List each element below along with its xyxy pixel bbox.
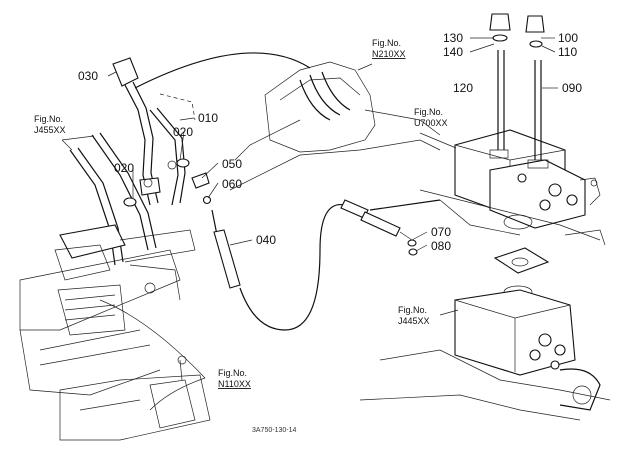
label-140: 140 bbox=[443, 45, 463, 59]
label-100: 100 bbox=[558, 31, 578, 45]
clip-and-pin bbox=[191, 172, 212, 205]
drawing-code: 3A750-130-14 bbox=[252, 427, 296, 434]
figref-j445-label: Fig.No. bbox=[398, 305, 427, 315]
figref-j455-label: Fig.No. bbox=[34, 114, 63, 124]
label-130: 130 bbox=[443, 31, 463, 45]
label-010: 010 bbox=[198, 111, 218, 125]
label-050: 050 bbox=[222, 157, 242, 171]
lower-valve bbox=[359, 247, 611, 421]
figref-j445-code: J445XX bbox=[398, 316, 430, 326]
pedal-frame bbox=[19, 132, 196, 396]
figure-references: Fig.No. N210XX Fig.No. J455XX Fig.No. U7… bbox=[34, 38, 448, 389]
label-060: 060 bbox=[222, 177, 242, 191]
leader-lines bbox=[61, 37, 558, 411]
rods bbox=[489, 13, 549, 169]
figref-j455-code: J455XX bbox=[34, 125, 66, 135]
label-120: 120 bbox=[453, 81, 473, 95]
label-070: 070 bbox=[431, 225, 451, 239]
label-040: 040 bbox=[256, 233, 276, 247]
label-110: 110 bbox=[558, 45, 577, 59]
figref-n110-label: Fig.No. bbox=[218, 368, 247, 378]
label-080: 080 bbox=[431, 239, 451, 253]
valve-assembly bbox=[419, 129, 606, 246]
figref-n210-label: Fig.No. bbox=[372, 38, 401, 48]
figref-n110-code: N110XX bbox=[218, 379, 251, 389]
control-cable bbox=[134, 52, 441, 331]
label-090: 090 bbox=[562, 81, 582, 95]
lower-bracket bbox=[59, 355, 211, 441]
figref-n210-code: N210XX bbox=[372, 49, 406, 59]
part-labels: 030 010 020 020 050 060 040 070 080 130 … bbox=[78, 31, 582, 253]
figref-u700-code: U700XX bbox=[414, 118, 448, 128]
label-020-right: 020 bbox=[173, 125, 193, 139]
hand-lever bbox=[112, 57, 196, 207]
label-030: 030 bbox=[78, 69, 98, 83]
label-020-left: 020 bbox=[114, 161, 134, 175]
figref-u700-label: Fig.No. bbox=[414, 107, 443, 117]
dashboard-housing bbox=[229, 61, 441, 191]
